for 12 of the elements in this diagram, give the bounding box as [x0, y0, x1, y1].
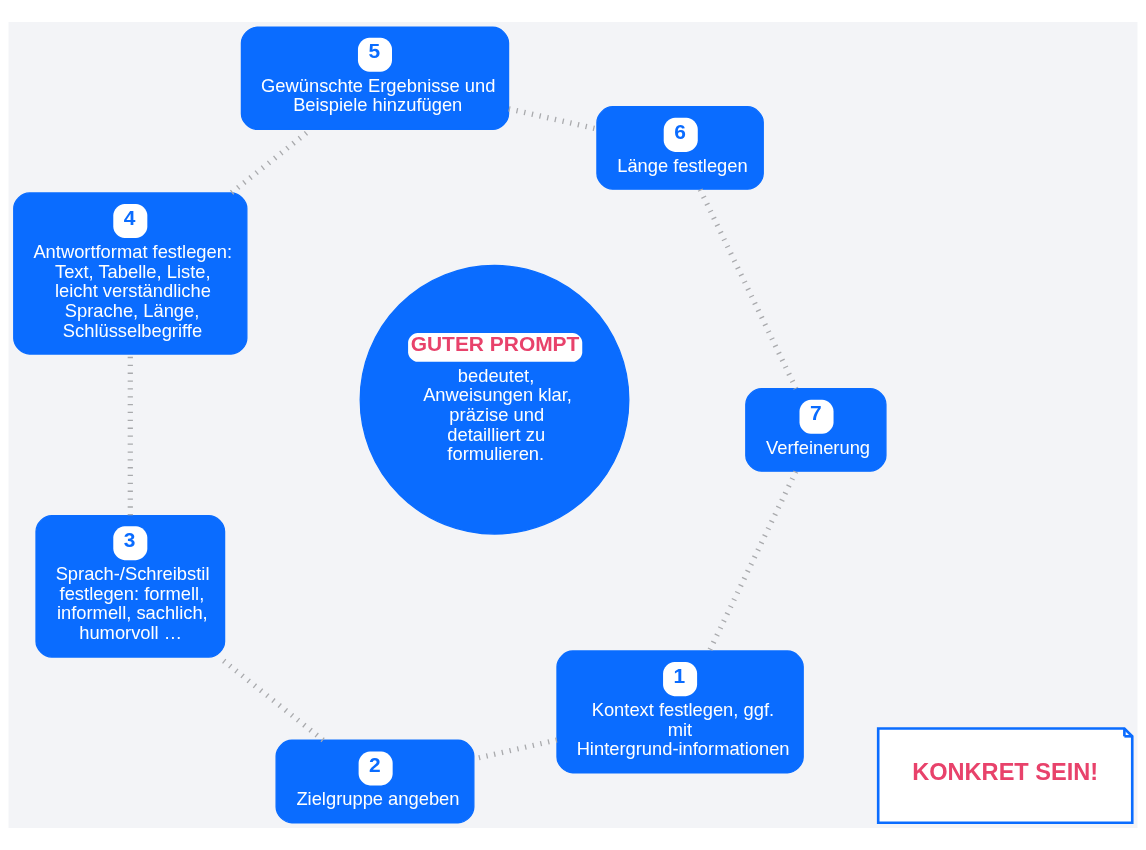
connector — [707, 470, 799, 652]
node-box: 4 Antwortformat festlegen: Text, Tabelle, Liste, leicht verständliche Sprache, Länge, Schlüsselbegriffe — [13, 192, 248, 355]
connector — [508, 106, 598, 132]
node-box: 7 Verfeinerung — [745, 388, 887, 472]
node-box: 6 Länge festlegen — [596, 106, 764, 190]
node-circle: GUTER PROMPT bedeutet, Anweisungen klar, präzise und detailliert zu formulieren. — [359, 264, 630, 535]
node-box: 2 Zielgruppe angeben — [275, 739, 475, 824]
connector — [127, 354, 133, 516]
node-box: 1 Kontext festlegen, ggf. mit Hintergrund-informationen — [556, 650, 804, 774]
node-box: 3 Sprach-/Schreibstil festlegen: formell, informell, sachlich, humorvoll … — [35, 515, 226, 658]
connector — [697, 188, 799, 390]
node-box: 5 Gewünschte Ergebnisse und Beispiele hinzufügen — [240, 26, 510, 131]
